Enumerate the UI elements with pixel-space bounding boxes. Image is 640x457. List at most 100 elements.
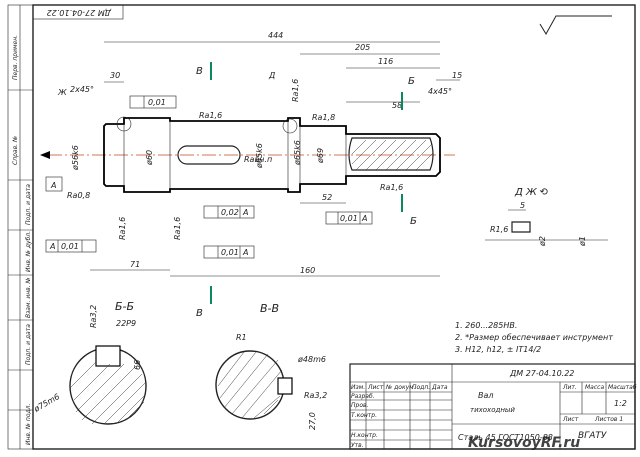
- letter-d: Д: [268, 71, 275, 80]
- detail-d-circle: [282, 118, 298, 134]
- tb-subname: тихоходный: [470, 406, 515, 414]
- section-vv-dia: ø48m6: [297, 355, 326, 364]
- side-label-4: Инв. № дубл.: [25, 231, 32, 272]
- side-label-5: Взам. инв. №: [25, 277, 32, 318]
- ra-1-8: Ra1,8: [312, 113, 335, 122]
- watermark: KursovoyRF.ru: [468, 435, 580, 451]
- section-vv-title: В-В: [260, 302, 279, 315]
- cut-v-bottom: В: [196, 308, 203, 319]
- tolerance-frames: 0,01 А 0,02 А 0,01 А А 0,01 0,01 А: [45, 95, 373, 259]
- side-label-7: Инв. № подл.: [25, 404, 32, 445]
- section-bb-keyway: 22Р9: [116, 319, 136, 328]
- tb-lit: Лит.: [562, 384, 577, 391]
- tb-row-1: Изм.: [351, 384, 365, 391]
- section-vv-depth: 27,0: [308, 412, 317, 430]
- section-vv-width: R1: [236, 333, 247, 342]
- dim-52: 52: [322, 193, 332, 202]
- section-vv-ra: Ra3,2: [304, 391, 327, 400]
- section-bb-ra: Ra3,2: [89, 305, 98, 328]
- datum-a: А: [50, 181, 56, 190]
- dim-444: 444: [268, 31, 283, 40]
- detail-zh-circle: [116, 116, 132, 132]
- cut-b-bottom: Б: [410, 216, 417, 227]
- dim-dia69: ø69: [316, 148, 325, 164]
- tol-4: 0,01: [221, 248, 239, 257]
- tb-role-4: Н.контр.: [351, 432, 378, 439]
- tb-scale: 1:2: [614, 399, 627, 408]
- dim-30: 30: [110, 71, 120, 80]
- ra-1-6-c: Ra1,6: [118, 217, 127, 240]
- tb-row-2: Лист: [367, 384, 384, 391]
- tb-masshtab: Масштаб: [608, 384, 637, 391]
- note-1: 1. 260...285НВ.: [455, 321, 517, 330]
- note-3: 3. Н12, h12, ± IT14/2: [455, 345, 541, 354]
- tol-2: 0,01: [340, 214, 358, 223]
- detail-d-dia2: ø1: [578, 236, 587, 247]
- tb-sheet: Лист: [562, 416, 579, 423]
- detail-d-view: Д Ж ⟲ 5 R1,6 ø2 ø1: [485, 187, 608, 247]
- section-vv: В-В R1 ø48m6 Ra3,2 27,0: [215, 302, 327, 430]
- side-label-2: Справ. №: [12, 136, 19, 165]
- tb-row-5: Дата: [431, 384, 448, 391]
- dim-160: 160: [300, 266, 315, 275]
- ra-1-6-a: Ra1,6: [199, 111, 222, 120]
- title-block: ДМ 27-04.10.22 Вал тихоходный Сталь 45 Г…: [349, 363, 637, 451]
- cut-v-top: В: [196, 66, 203, 77]
- tol-1-datum: А: [242, 208, 248, 217]
- tb-role-5: Утв.: [351, 442, 364, 449]
- ra-vn: Raвн.п: [244, 155, 272, 164]
- general-roughness: [539, 15, 612, 35]
- dim-dia65: ø65k6: [255, 143, 264, 169]
- tb-sheets: Листов 1: [594, 416, 623, 423]
- notes: 1. 260...285НВ. 2. *Размер обеспечивает …: [455, 321, 613, 354]
- detail-d-title: Д Ж ⟲: [514, 187, 548, 198]
- side-label-6: Подп. и дата: [25, 324, 32, 365]
- tb-code: ДМ 27-04.10.22: [509, 369, 574, 378]
- note-2: 2. *Размер обеспечивает инструмент: [455, 333, 613, 342]
- tol-3: 0,01: [61, 242, 79, 251]
- side-labels: Перв. примен. Справ. № Подп. и дата Инв.…: [8, 35, 33, 445]
- tb-material: Сталь 45 ГОСТ1050-88: [458, 433, 553, 442]
- section-bb-depth: 66: [133, 360, 142, 370]
- dim-dia56: ø56k6: [71, 145, 80, 171]
- letter-zh: Ж: [57, 88, 67, 97]
- ra-0-8: Ra0,8: [67, 191, 90, 200]
- tb-row-4: Подп.: [412, 384, 430, 391]
- tb-role-3: Т.контр.: [351, 412, 377, 419]
- top-stamp-box: [32, 4, 124, 20]
- dim-chamfer-left: 2x45°: [70, 85, 94, 94]
- side-label-1: Перв. примен.: [12, 35, 19, 80]
- tb-row-3: № докум.: [385, 384, 416, 391]
- tb-mass: Масса: [585, 384, 604, 391]
- datum-arrow: [40, 151, 50, 159]
- top-stamp: ДМ 27-04.10.22: [47, 8, 112, 17]
- ra-1-6-d: Ra1,6: [173, 217, 182, 240]
- section-bb-dia: ø75m6: [32, 392, 62, 414]
- tol-4-datum: А: [242, 248, 248, 257]
- tol-runout: 0,01: [148, 98, 166, 107]
- tol-2-datum: А: [361, 214, 367, 223]
- detail-d-r: R1,6: [490, 225, 508, 234]
- dim-71: 71: [130, 260, 140, 269]
- ra-1-6-b: Ra1,6: [291, 79, 300, 102]
- shaft: [103, 116, 441, 193]
- dim-116: 116: [378, 57, 393, 66]
- tb-name: Вал: [478, 391, 494, 400]
- section-bb: Б-Б 22Р9 Ra3,2 66 ø75m6: [32, 300, 147, 425]
- detail-d-w: 5: [520, 201, 525, 210]
- tol-1: 0,02: [221, 208, 239, 217]
- dim-dia60: ø60: [145, 150, 154, 166]
- tb-role-2: Пров.: [351, 402, 369, 409]
- dim-chamfer-right: 4x45°: [428, 87, 452, 96]
- dim-205: 205: [355, 43, 370, 52]
- side-strip: [7, 4, 34, 450]
- cut-b-top: Б: [408, 76, 415, 87]
- detail-d-dia1: ø2: [538, 236, 547, 247]
- section-bb-title: Б-Б: [115, 300, 134, 313]
- dim-15: 15: [452, 71, 462, 80]
- tb-role-1: Разраб.: [351, 393, 375, 400]
- ra-1-6-e: Ra1,6: [380, 183, 403, 192]
- dim-58: 58: [392, 101, 402, 110]
